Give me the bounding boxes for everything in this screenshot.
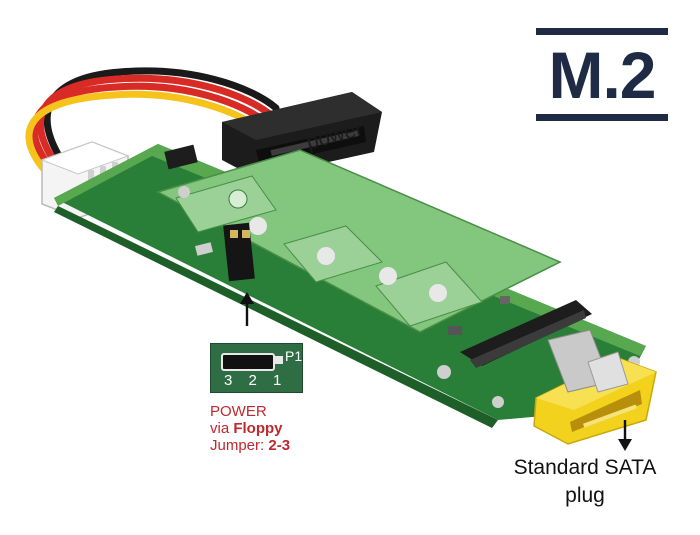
- jumper-p1-label: P1: [285, 348, 303, 364]
- power-note-line3: Jumper: 2-3: [210, 437, 290, 454]
- sata-caption-line2: plug: [565, 484, 605, 507]
- sata-caption-line1: Standard SATA: [513, 456, 657, 479]
- power-note-floppy: Floppy: [233, 420, 283, 437]
- jumper-cap: [221, 353, 275, 371]
- power-note-line2: via Floppy: [210, 420, 290, 437]
- power-note-via: via: [210, 420, 234, 437]
- jumper-diagram: P1 3 2 1: [210, 343, 303, 393]
- logo-bottom-bar: [536, 114, 668, 121]
- sata-caption: Standard SATA plug: [470, 454, 700, 510]
- power-note-setting: 2-3: [268, 437, 291, 454]
- logo-text: M.2: [548, 38, 656, 112]
- jumper-pin-numbers: 3 2 1: [224, 372, 288, 389]
- pcb-board: [54, 144, 646, 428]
- jumper-pin: [275, 356, 283, 364]
- arrow-up-icon: [240, 292, 254, 326]
- power-note-jumper: Jumper:: [210, 437, 269, 454]
- power-note-line1: POWER: [210, 403, 267, 420]
- m2-logo: M.2: [536, 24, 668, 122]
- arrow-down-icon: [618, 420, 632, 451]
- power-cable: [25, 67, 280, 188]
- power-note: POWER via Floppy Jumper: 2-3: [210, 403, 290, 454]
- logo-top-bar: [536, 28, 668, 35]
